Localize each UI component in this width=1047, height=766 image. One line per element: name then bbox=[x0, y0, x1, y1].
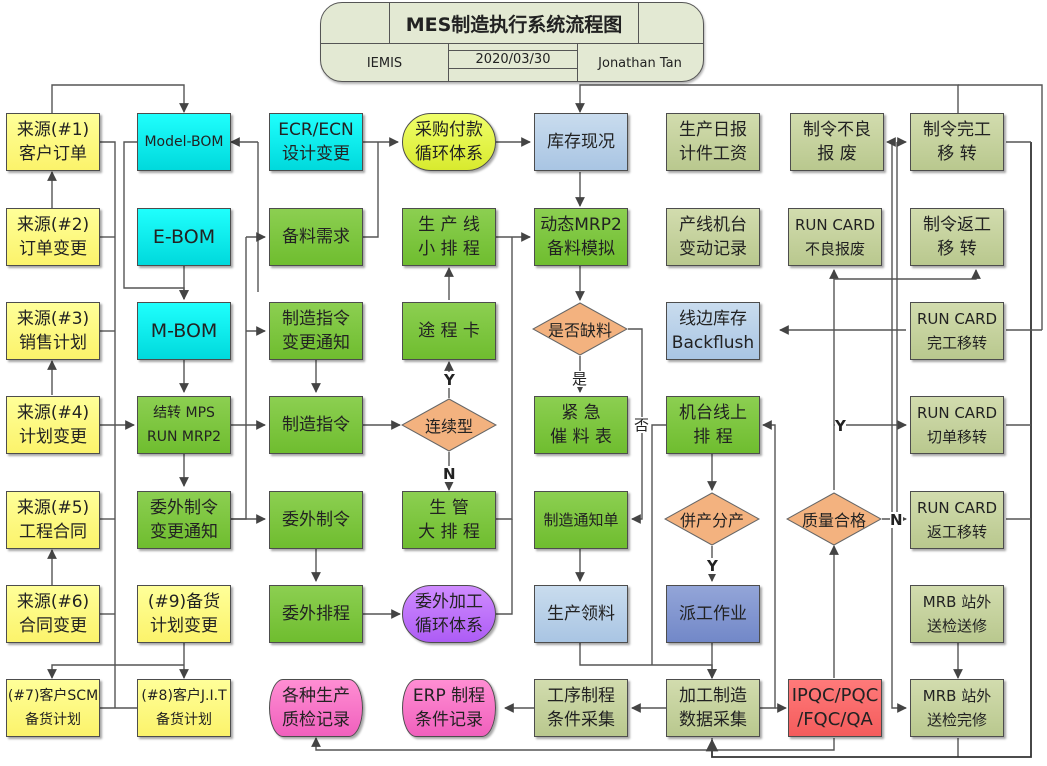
node-mo-scrap[interactable]: 制令不良 报 废 bbox=[790, 113, 884, 171]
node-source-9[interactable]: (#9)备货 计划变更 bbox=[137, 585, 231, 643]
decision-quality-label: 质量合格 bbox=[801, 511, 866, 530]
decision-merge-split-label: 併产分产 bbox=[679, 511, 744, 530]
decision-merge-split[interactable]: 併产分产 bbox=[664, 492, 760, 546]
connector bbox=[231, 237, 247, 520]
connector bbox=[311, 737, 835, 751]
node-route-card[interactable]: 途 程 卡 bbox=[402, 302, 496, 360]
node-dispatch[interactable]: 派工作业 bbox=[666, 585, 760, 643]
node-mrp2-simulation[interactable]: 动态MRP2 备料模拟 bbox=[534, 208, 628, 266]
decision-shortage-label: 是否缺料 bbox=[547, 321, 612, 340]
node-inventory-status[interactable]: 库存现况 bbox=[534, 113, 628, 171]
node-runcard-scrap[interactable]: RUN CARD 不良报废 bbox=[788, 208, 882, 266]
node-daily-report[interactable]: 生产日报 计件工资 bbox=[666, 113, 760, 171]
label-yes: Y bbox=[707, 557, 718, 575]
node-erp-records-db[interactable]: ERP 制程 条件记录 bbox=[402, 679, 496, 737]
connector bbox=[651, 424, 666, 665]
decision-continuous[interactable]: 连续型 bbox=[401, 398, 497, 452]
date-cell: 2020/03/30 bbox=[448, 44, 578, 81]
node-runcard-complete[interactable]: RUN CARD 完工移转 bbox=[910, 302, 1004, 360]
label-yes-cn: 是 bbox=[572, 370, 588, 388]
node-source-7[interactable]: (#7)客户SCM 备货计划 bbox=[6, 679, 100, 737]
connector bbox=[51, 84, 189, 113]
node-material-issue[interactable]: 生产领料 bbox=[534, 585, 628, 643]
node-manufacturing-order[interactable]: 制造指令 bbox=[269, 396, 363, 454]
node-source-8[interactable]: (#8)客户J.I.T 备货计划 bbox=[137, 679, 231, 737]
decision-shortage[interactable]: 是否缺料 bbox=[532, 302, 628, 356]
label-no: N bbox=[890, 511, 903, 529]
connector bbox=[363, 142, 379, 238]
connector bbox=[705, 142, 1032, 758]
node-mrb-complete[interactable]: MRB 站外 送检完修 bbox=[910, 679, 1004, 737]
node-outsource-order[interactable]: 委外制令 bbox=[269, 491, 363, 549]
label-no: N bbox=[443, 465, 456, 483]
label-yes: Y bbox=[444, 371, 455, 389]
node-source-2[interactable]: 来源(#2) 订单变更 bbox=[6, 208, 100, 266]
node-line-schedule[interactable]: 生 产 线 小 排 程 bbox=[402, 208, 496, 266]
label-no-cn: 否 bbox=[634, 416, 650, 434]
node-runcard-split[interactable]: RUN CARD 切单移转 bbox=[910, 396, 1004, 454]
node-qc-inspection[interactable]: IPQC/PQC /FQC/QA bbox=[788, 679, 882, 737]
connector bbox=[579, 642, 717, 679]
node-outsource-cycle[interactable]: 委外加工 循环体系 bbox=[402, 585, 496, 643]
label-yes: Y bbox=[835, 417, 846, 435]
node-mps-mrp2[interactable]: 结转 MPS RUN MRP2 bbox=[137, 396, 231, 454]
decision-quality[interactable]: 质量合格 bbox=[786, 492, 882, 546]
node-process-collection[interactable]: 工序制程 条件采集 bbox=[534, 679, 628, 737]
node-source-4[interactable]: 来源(#4) 计划变更 bbox=[6, 396, 100, 454]
diagram-title: MES制造执行系统流程图 bbox=[389, 3, 639, 44]
node-source-3[interactable]: 来源(#3) 销售计划 bbox=[6, 302, 100, 360]
node-m-bom[interactable]: M-BOM bbox=[137, 302, 231, 360]
node-machine-schedule[interactable]: 机台线上 排 程 bbox=[666, 396, 760, 454]
node-mo-change-notice[interactable]: 制造指令 变更通知 bbox=[269, 302, 363, 360]
author-label: Jonathan Tan bbox=[598, 55, 682, 71]
node-outsource-change-notice[interactable]: 委外制令 变更通知 bbox=[137, 491, 231, 549]
node-outsource-schedule[interactable]: 委外排程 bbox=[269, 585, 363, 643]
connector bbox=[760, 420, 776, 709]
node-source-1[interactable]: 来源(#1) 客户订单 bbox=[6, 113, 100, 171]
connector bbox=[496, 237, 513, 520]
decision-continuous-label: 连续型 bbox=[424, 417, 473, 436]
node-line-stock-backflush[interactable]: 线边库存 Backflush bbox=[666, 302, 760, 360]
node-data-collection[interactable]: 加工制造 数据采集 bbox=[666, 679, 760, 737]
node-qc-records-db[interactable]: 各种生产 质检记录 bbox=[269, 679, 363, 737]
node-ecr-ecn[interactable]: ECR/ECN 设计变更 bbox=[269, 113, 363, 171]
node-model-bom[interactable]: Model-BOM bbox=[137, 113, 231, 171]
title-block: MES制造执行系统流程图 IEMIS 2020/03/30 Jonathan T… bbox=[320, 2, 704, 82]
node-machine-change[interactable]: 产线机台 变动记录 bbox=[666, 208, 760, 266]
node-mo-rework[interactable]: 制令返工 移 转 bbox=[910, 208, 1004, 266]
node-urgent-material[interactable]: 紧 急 催 料 表 bbox=[534, 396, 628, 454]
node-material-requirement[interactable]: 备料需求 bbox=[269, 208, 363, 266]
node-mo-complete[interactable]: 制令完工 移 转 bbox=[910, 113, 1004, 171]
node-e-bom[interactable]: E-BOM bbox=[137, 208, 231, 266]
connector bbox=[834, 269, 981, 280]
node-source-6[interactable]: 来源(#6) 合同变更 bbox=[6, 585, 100, 643]
node-mrb-send[interactable]: MRB 站外 送检送修 bbox=[910, 585, 1004, 643]
node-manufacturing-notice[interactable]: 制造通知单 bbox=[534, 491, 628, 549]
connector bbox=[958, 84, 1043, 330]
node-source-5[interactable]: 来源(#5) 工程合同 bbox=[6, 491, 100, 549]
date-label: 2020/03/30 bbox=[449, 50, 577, 69]
connector bbox=[47, 664, 184, 679]
company-label: IEMIS bbox=[366, 55, 403, 71]
connector bbox=[496, 519, 513, 615]
connector bbox=[575, 84, 959, 113]
node-purchase-cycle[interactable]: 采购付款 循环体系 bbox=[402, 113, 496, 171]
node-runcard-rework[interactable]: RUN CARD 返工移转 bbox=[910, 491, 1004, 549]
node-master-schedule[interactable]: 生 管 大 排 程 bbox=[402, 491, 496, 549]
